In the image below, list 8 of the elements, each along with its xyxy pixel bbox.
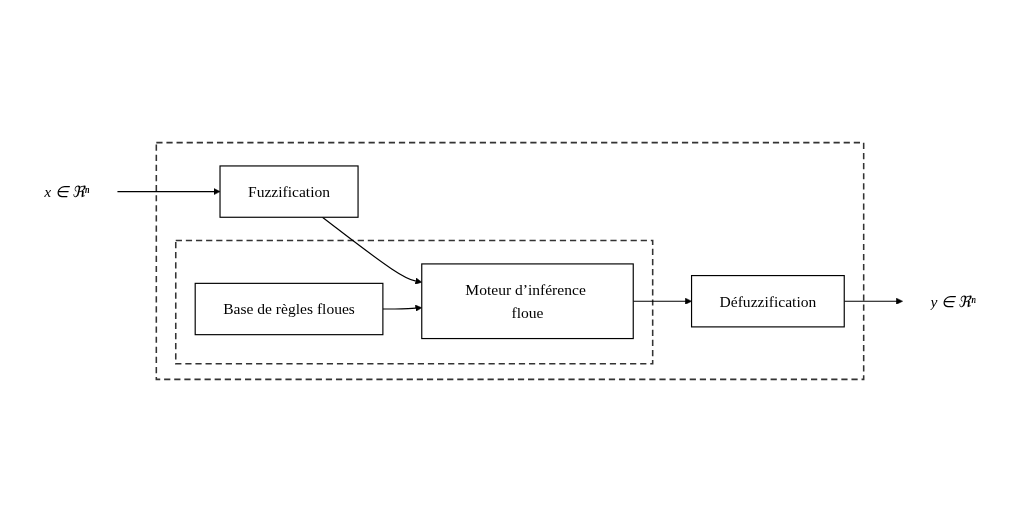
cluster [155,141,865,381]
node-box: Moteur d’inférence floue [421,263,634,340]
cluster [175,239,654,365]
node-box: Défuzzification [690,275,845,328]
node-box: Fuzzification [219,165,359,218]
arrow [116,188,221,196]
node-text: x ∈ ℜⁿ [44,183,90,201]
node-box: Base de règles floues [194,282,384,336]
